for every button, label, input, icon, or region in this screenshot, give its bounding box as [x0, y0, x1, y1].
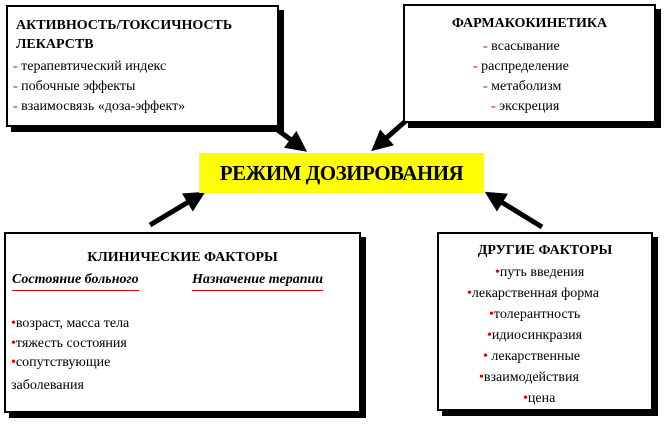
- list-item: •тяжесть состояния: [11, 335, 127, 351]
- list-item: - побочные эффекты: [13, 79, 136, 94]
- dosing-regimen-label: РЕЖИМ ДОЗИРОВАНИЯ: [199, 153, 484, 193]
- clinical-factors-box: КЛИНИЧЕСКИЕ ФАКТОРЫ Состояние больного Н…: [4, 232, 361, 413]
- arrow-clinical-to-center: [148, 191, 206, 228]
- list-item: •идиосинкразия: [487, 328, 583, 343]
- patient-state-subheading: Состояние больного: [12, 272, 139, 291]
- therapy-assignment-subheading: Назначение терапии: [192, 272, 324, 291]
- pharmacokinetics-title: ФАРМАКОКИНЕТИКА: [451, 16, 608, 31]
- pharmacokinetics-box: ФАРМАКОКИНЕТИКА - всасывание - распредел…: [403, 4, 656, 123]
- activity-toxicity-box: АКТИВНОСТЬ/ТОКСИЧНОСТЬ ЛЕКАРСТВ - терапе…: [6, 5, 279, 127]
- list-item: •толерантность: [489, 307, 581, 322]
- other-factors-box: ДРУГИЕ ФАКТОРЫ •путь введения •лекарстве…: [437, 232, 653, 411]
- list-item: - экскреция: [491, 99, 560, 114]
- list-item: •сопутствующие: [11, 355, 111, 370]
- other-title: ДРУГИЕ ФАКТОРЫ: [477, 243, 613, 258]
- clinical-title: КЛИНИЧЕСКИЕ ФАКТОРЫ: [87, 250, 278, 265]
- list-item: - распределение: [473, 59, 569, 74]
- list-item: •путь введения: [495, 265, 585, 280]
- list-item: •взаимодействия: [479, 370, 579, 385]
- activity-list: - терапевтический индекс - побочные эффе…: [13, 57, 185, 117]
- arrow-other-to-center: [484, 191, 544, 230]
- list-item: - взаимосвязь «доза-эффект»: [13, 99, 186, 114]
- list-item: - терапевтический индекс: [13, 59, 167, 74]
- center-label-text: РЕЖИМ ДОЗИРОВАНИЯ: [219, 160, 464, 185]
- list-item: •возраст, масса тела: [11, 316, 130, 331]
- list-item-continuation: заболевания: [11, 378, 84, 393]
- list-item: - всасывание: [483, 39, 560, 54]
- list-item: •цена: [523, 391, 556, 406]
- clinical-list: •возраст, масса тела •тяжесть состояния …: [11, 314, 129, 373]
- list-item: - метаболизм: [483, 79, 562, 94]
- activity-title: АКТИВНОСТЬ/ТОКСИЧНОСТЬ ЛЕКАРСТВ: [16, 18, 233, 52]
- list-item: • лекарственные: [483, 349, 581, 364]
- list-item: •лекарственная форма: [467, 286, 599, 301]
